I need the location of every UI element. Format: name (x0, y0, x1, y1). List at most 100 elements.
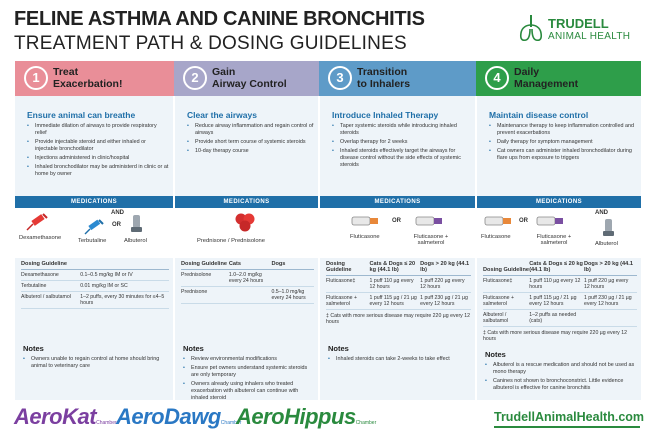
notes-title: Notes (23, 344, 44, 353)
dosing-header: Dosing Guideline (326, 261, 370, 276)
footnote: ‡ Cats with more serious disease may req… (326, 313, 470, 325)
list-item: Albuterol is a rescue medication and sho… (485, 362, 637, 375)
pills-icon (235, 213, 255, 232)
med-label: Albuterol (124, 238, 147, 244)
med-label: Terbutaline (78, 238, 107, 244)
logo-tagline: ANIMAL HEALTH (548, 31, 631, 42)
col-header: Cats & Dogs ≤ 20 kg (44.1 lb) (529, 261, 584, 276)
col-header: Dogs > 20 kg (44.1 lb) (583, 261, 637, 276)
or-label: OR (112, 222, 121, 228)
aerohippus-logo[interactable]: AeroHippusChamber (236, 404, 377, 429)
notes-title: Notes (485, 350, 506, 359)
step-points: Reduce airway inflammation and regain co… (187, 123, 314, 157)
med-label: Dexamethasone (19, 235, 62, 241)
medications-area: Prednisone / Prednisolone (175, 208, 318, 258)
medications-bar: MEDICATIONS (477, 196, 641, 208)
step-points: Maintenance therapy to keep inflammation… (489, 123, 637, 164)
step-4-column: Maintain disease control Maintenance the… (477, 96, 641, 400)
dosing-table-4: Dosing Guideline Cats & Dogs ≤ 20 kg (44… (483, 261, 637, 342)
page-title: FELINE ASTHMA AND CANINE BRONCHITIS (14, 8, 425, 30)
list-item: Inhaled bronchodilator may be administer… (27, 164, 169, 177)
step-number: 1 (24, 66, 48, 90)
footnote: ‡ Cats with more serious disease may req… (483, 330, 627, 342)
step-number: 3 (328, 66, 352, 90)
page-subtitle: TREATMENT PATH & DOSING GUIDELINES (14, 33, 407, 54)
inhaler-icon (603, 219, 614, 236)
website-link[interactable]: TrudellAnimalHealth.com (494, 410, 645, 424)
notes-section: Notes Inhaled steroids can take 2-weeks … (328, 344, 471, 365)
step-heading: Maintain disease control (489, 110, 589, 120)
step-1-column: Ensure animal can breathe Immediate dila… (15, 96, 173, 400)
list-item: Ensure pet owners understand systemic st… (183, 365, 314, 378)
list-item: Review environmental modifications (183, 356, 314, 363)
step-heading: Introduce Inhaled Therapy (332, 110, 439, 120)
med-label: Albuterol (595, 241, 618, 247)
inhaler-icon (351, 216, 378, 226)
list-item: Taper systemic steroids while introducin… (332, 123, 471, 136)
step-points: Immediate dilation of airways to provide… (27, 123, 169, 180)
list-item: Cat owners can administer inhaled bronch… (489, 148, 637, 161)
col-header: Cats & Dogs ≤ 20 kg (44.1 lb) (369, 261, 421, 276)
dosing-header: Dosing Guideline (181, 261, 229, 270)
step-2-column: Clear the airways Reduce airway inflamma… (175, 96, 318, 401)
notes-section: Notes Albuterol is a rescue medication a… (485, 350, 637, 394)
step-number: 2 (183, 66, 207, 90)
list-item: Owners already using inhalers who treate… (183, 381, 314, 401)
medications-area: OR AND Fluticasone Fluticasone + salmete… (477, 208, 641, 258)
dosing-table-3: Dosing Guideline Cats & Dogs ≤ 20 kg (44… (326, 261, 471, 325)
lungs-icon (519, 15, 543, 42)
logo-name: TRUDELL (548, 16, 609, 31)
aerodawg-logo[interactable]: AeroDawgChamber (116, 404, 242, 429)
step-number: 4 (485, 66, 509, 90)
list-item: Maintenance therapy to keep inflammation… (489, 123, 637, 136)
or-label: OR (519, 218, 528, 224)
medications-bar: MEDICATIONS (15, 196, 173, 208)
notes-section: Notes Review environmental modifications… (183, 344, 314, 404)
aerokat-logo[interactable]: AeroKatChamber (14, 404, 117, 429)
col-header: Cats (228, 261, 272, 270)
list-item: Daily therapy for symptom management (489, 139, 637, 146)
dosing-header: Dosing Guideline (21, 261, 81, 270)
medications-area: Dexamethasone AND OR Terbutaline Albuter… (15, 208, 173, 258)
step-heading: Clear the airways (187, 110, 257, 120)
step-heading: Ensure animal can breathe (27, 110, 136, 120)
syringe-icon (26, 213, 48, 231)
table-row: Fluticasone‡1 puff 110 µg every 12 hours… (483, 275, 637, 293)
list-item: Canines not shown to bronchoconstrict. L… (485, 378, 637, 391)
list-item: Inhaled steroids effectively target the … (332, 148, 471, 168)
list-item: Overlap therapy for 2 weeks (332, 139, 471, 146)
trudell-logo[interactable]: TRUDELL ANIMAL HEALTH (518, 13, 648, 53)
link-underline (494, 426, 640, 428)
table-row: Fluticasone‡1 puff 110 µg every 12 hours… (326, 275, 471, 293)
med-label: Fluticasone + salmeterol (536, 234, 572, 246)
or-label: OR (392, 218, 401, 224)
and-label: AND (111, 210, 124, 216)
list-item: Injections administered in clinic/hospit… (27, 155, 169, 162)
med-label: Fluticasone + salmeterol (413, 234, 449, 246)
syringe-icon (84, 219, 104, 235)
step-3-column: Introduce Inhaled Therapy Taper systemic… (320, 96, 475, 400)
inhaler-icon (415, 216, 442, 226)
list-item: 10-day therapy course (187, 148, 314, 155)
med-label: Fluticasone (481, 234, 511, 240)
medications-area: OR Fluticasone Fluticasone + salmeterol (320, 208, 475, 258)
notes-title: Notes (328, 344, 349, 353)
list-item: Provide short term course of systemic st… (187, 139, 314, 146)
and-label: AND (595, 210, 608, 216)
